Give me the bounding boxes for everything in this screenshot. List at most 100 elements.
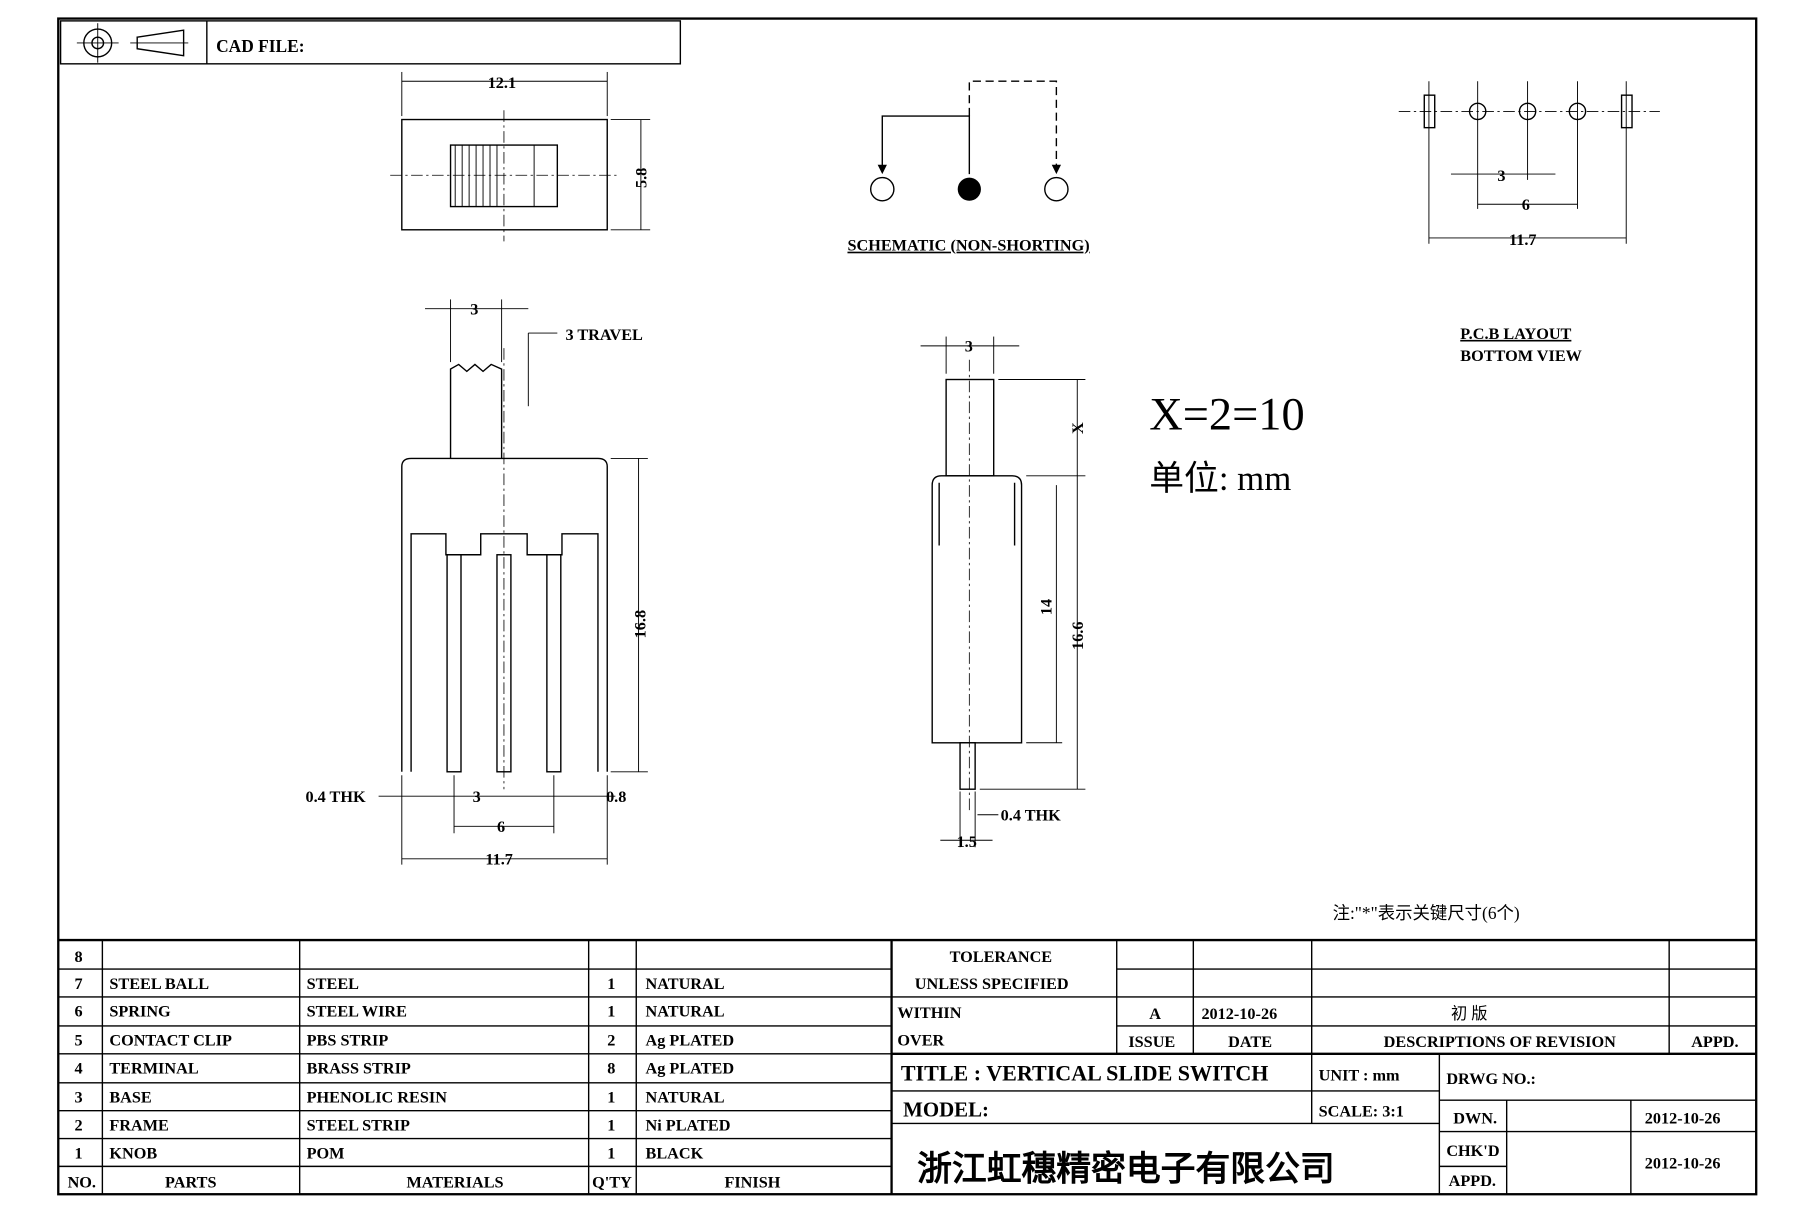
pcb-dim-6: 6 [1522,196,1530,214]
bom-cell-finish: Ni PLATED [646,1116,731,1134]
bom-cell-no: 6 [75,1003,83,1021]
bom-cell-qty: 2 [607,1032,615,1050]
bom-cell-material: POM [307,1144,345,1162]
issue-value: A [1149,1005,1161,1023]
bom-cell-finish: BLACK [646,1144,704,1162]
bom-cell-finish: NATURAL [646,1089,725,1107]
dim-width: 12.1 [488,74,516,92]
bom-cell-material: PHENOLIC RESIN [307,1089,448,1107]
top-view: 12.1 5.8 [390,71,651,242]
bom-cell-qty: 1 [607,1144,615,1162]
front-view: 3 3 TRAVEL 16.8 0.4 THK 3 0.8 6 11.7 [305,299,650,869]
bom-cell-finish: NATURAL [646,975,725,993]
tolerance-label: TOLERANCE [950,948,1053,966]
bom-cell-part: CONTACT CLIP [109,1032,232,1050]
title-block [891,940,1757,1195]
bom-cell-material: STEEL [307,975,360,993]
front-height-dim: 16.8 [632,610,650,638]
bom-cell-no: 5 [75,1032,83,1050]
schematic: SCHEMATIC (NON-SHORTING) [847,80,1090,255]
bom-header: NO. [68,1173,96,1191]
bom-cell-part: STEEL BALL [109,975,209,993]
pcb-label: P.C.B LAYOUT [1460,325,1571,343]
bom-header: FINISH [724,1173,780,1191]
pcb-bottom-view-label: BOTTOM VIEW [1460,347,1582,365]
appd2-label: APPD. [1449,1172,1496,1190]
bom-cell-part: BASE [109,1089,151,1107]
bom-header: PARTS [165,1173,216,1191]
front-6-dim: 6 [497,818,505,836]
header-box: CAD FILE: [59,20,682,65]
bom-cell-material: PBS STRIP [307,1032,389,1050]
bom-cell-no: 1 [75,1144,83,1162]
bom-cell-no: 4 [75,1060,83,1078]
bom-cell-qty: 1 [607,1003,615,1021]
bom-cell-material: STEEL STRIP [307,1116,410,1134]
desc-revision-label: DESCRIPTIONS OF REVISION [1384,1033,1616,1051]
bom-cell-part: TERMINAL [109,1060,198,1078]
side-view: 3 X 14 16.6 0.4 THK 1.5 [920,336,1087,851]
bom-cell-no: 7 [75,975,83,993]
scale-label: SCALE: 3:1 [1319,1102,1404,1120]
bom-header: MATERIALS [406,1173,503,1191]
formula-text: X=2=10 [1149,389,1304,440]
side-16-6-dim: 16.6 [1069,622,1087,650]
front-total-dim: 11.7 [485,851,513,869]
bom-cell-no: 3 [75,1089,83,1107]
bom-cell-qty: 1 [607,975,615,993]
front-pitch-dim: 3 [473,788,481,806]
schematic-label: SCHEMATIC (NON-SHORTING) [847,237,1089,255]
dwn-label: DWN. [1453,1109,1497,1127]
front-thk-dim: 0.4 THK [305,788,366,806]
issue-label: ISSUE [1128,1033,1175,1051]
front-08-dim: 0.8 [606,788,626,806]
note-text: 注:"*"表示关键尺寸(6个) [1333,903,1520,923]
pcb-dim-3: 3 [1497,167,1505,185]
company-name: 浙江虹穗精密电子有限公司 [917,1148,1335,1189]
dim-height: 5.8 [633,168,651,188]
over-label: OVER [897,1032,944,1050]
side-knob-dim: 3 [965,338,973,356]
unit-text: 单位: mm [1149,459,1291,498]
dwn-date: 2012-10-26 [1645,1109,1721,1127]
bom-header: Q'TY [592,1173,632,1191]
bom-cell-part: FRAME [109,1116,169,1134]
front-knob-dim: 3 [470,301,478,319]
title-text: TITLE : VERTICAL SLIDE SWITCH [901,1060,1269,1085]
side-14-dim: 14 [1038,599,1056,615]
bom-cell-no: 2 [75,1116,83,1134]
bom-cell-material: STEEL WIRE [307,1003,407,1021]
appd-label: APPD. [1691,1033,1738,1051]
chkd-label: CHK'D [1446,1142,1499,1160]
unless-specified-label: UNLESS SPECIFIED [915,975,1069,993]
bom-cell-qty: 1 [607,1089,615,1107]
bom-table [58,938,1757,1195]
bom-cell-qty: 8 [607,1060,615,1078]
pcb-dim-11-7: 11.7 [1509,231,1537,249]
bom-cell-part: SPRING [109,1003,171,1021]
bom-cell-finish: Ag PLATED [646,1060,735,1078]
bom-cell-finish: NATURAL [646,1003,725,1021]
bom-cell-finish: Ag PLATED [646,1032,735,1050]
bom-cell-no: 8 [75,948,83,966]
sheet-border [57,17,1758,1196]
issue-date: 2012-10-26 [1201,1005,1277,1023]
title-block-text: TOLERANCE UNLESS SPECIFIED WITHIN OVER A… [897,948,1738,1190]
date-label: DATE [1228,1033,1272,1051]
bom-cell-qty: 1 [607,1116,615,1134]
side-x-dim: X [1069,422,1087,434]
chk-date: 2012-10-26 [1645,1155,1721,1173]
pcb-layout: 3 6 11.7 P.C.B LAYOUT BOTTOM VIEW [1398,81,1660,365]
within-label: WITHIN [897,1004,961,1022]
bom-cell-part: KNOB [109,1144,157,1162]
unit-label: UNIT : mm [1319,1066,1400,1084]
travel-dim: 3 TRAVEL [565,326,643,344]
side-1-5-dim: 1.5 [957,833,977,851]
side-thk-dim: 0.4 THK [1001,807,1062,825]
model-label: MODEL: [903,1097,989,1121]
bom-cell-material: BRASS STRIP [307,1060,411,1078]
cad-file-label: CAD FILE: [216,36,304,56]
first-angle-projection-icon [76,23,189,63]
revision-desc: 初 版 [1451,1005,1488,1023]
